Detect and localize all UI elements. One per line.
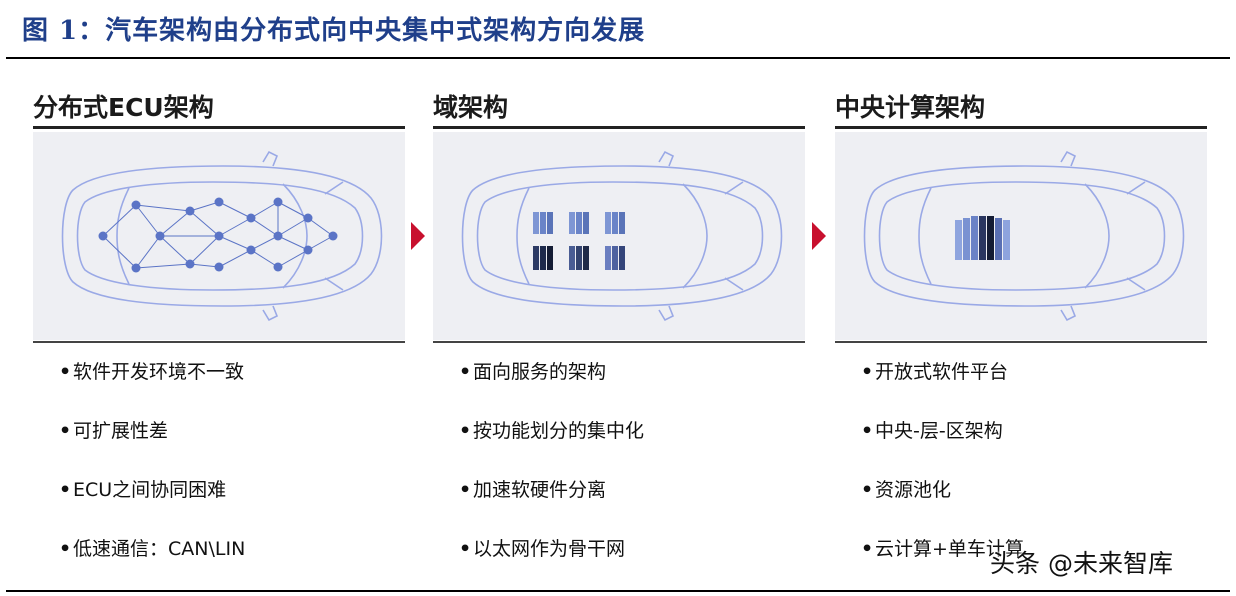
car-topview-svg [863, 150, 1185, 322]
arrow-right-icon [812, 222, 826, 250]
central-compute-block [955, 216, 1010, 260]
image-rule [433, 341, 805, 343]
bullet-dot: • [59, 479, 72, 501]
car-illustration-domain [433, 132, 805, 340]
top-divider [6, 57, 1230, 59]
panel-central-compute: 中央计算架构 •开放式软件平台 [835, 88, 1207, 568]
bullet-dot: • [59, 361, 72, 383]
list-item: •以太网作为骨干网 [459, 533, 644, 592]
list-item: •加速软硬件分离 [459, 474, 644, 533]
bullet-list: •开放式软件平台 •中央-层-区架构 •资源池化 •云计算+单车计算 [861, 356, 1024, 592]
list-item: •可扩展性差 [59, 415, 245, 474]
bullet-dot: • [459, 538, 472, 560]
list-item: •低速通信：CAN\LIN [59, 533, 245, 592]
bullet-dot: • [59, 538, 72, 560]
list-item: •按功能划分的集中化 [459, 415, 644, 474]
car-topview-svg [461, 150, 783, 322]
panel-distributed-ecu: 分布式ECU架构 [33, 88, 405, 568]
heading-rule [433, 126, 805, 129]
arrow-right-icon [411, 222, 425, 250]
car-illustration-central [835, 132, 1207, 340]
panel-heading: 分布式ECU架构 [33, 93, 214, 122]
bullet-list: •面向服务的架构 •按功能划分的集中化 •加速软硬件分离 •以太网作为骨干网 [459, 356, 644, 592]
bullet-dot: • [861, 361, 874, 383]
bullet-dot: • [861, 479, 874, 501]
bullet-dot: • [861, 420, 874, 442]
image-rule [33, 341, 405, 343]
bottom-divider [6, 590, 1230, 592]
domain-blocks [533, 212, 625, 270]
bullet-dot: • [861, 538, 874, 560]
watermark: 头条 @未来智库 [990, 549, 1173, 578]
bullet-dot: • [459, 420, 472, 442]
image-rule [835, 341, 1207, 343]
panel-heading: 域架构 [433, 93, 509, 122]
bullet-dot: • [59, 420, 72, 442]
list-item: •面向服务的架构 [459, 356, 644, 415]
list-item: •开放式软件平台 [861, 356, 1024, 415]
list-item: •软件开发环境不一致 [59, 356, 245, 415]
bullet-list: •软件开发环境不一致 •可扩展性差 •ECU之间协同困难 •低速通信：CAN\L… [59, 356, 245, 592]
car-illustration-distributed [33, 132, 405, 340]
car-topview-svg [61, 150, 383, 322]
figure-title: 图 1：汽车架构由分布式向中央集中式架构方向发展 [22, 16, 646, 46]
bullet-dot: • [459, 479, 472, 501]
list-item: •云计算+单车计算 [861, 533, 1024, 592]
list-item: •中央-层-区架构 [861, 415, 1024, 474]
panel-domain: 域架构 •面向服务的架构 •按功能划分的集中 [433, 88, 805, 568]
list-item: •资源池化 [861, 474, 1024, 533]
panel-heading: 中央计算架构 [835, 93, 986, 122]
bullet-dot: • [459, 361, 472, 383]
heading-rule [33, 126, 405, 129]
heading-rule [835, 126, 1207, 129]
list-item: •ECU之间协同困难 [59, 474, 245, 533]
